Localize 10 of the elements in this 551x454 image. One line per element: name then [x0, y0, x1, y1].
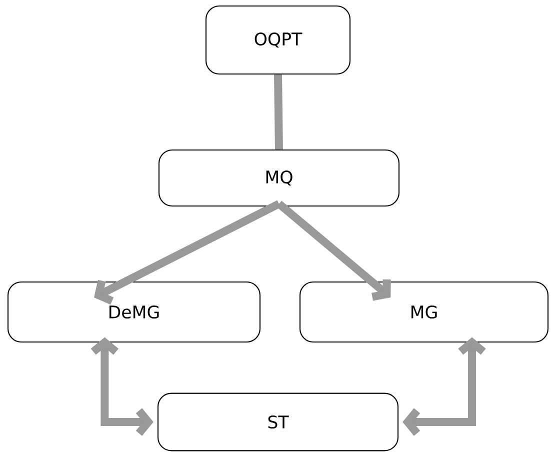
process-box: OQPT: [205, 5, 351, 75]
arrow: [402, 337, 486, 436]
connector-line: [274, 74, 283, 150]
arrow: [90, 337, 154, 436]
arrow: [94, 200, 281, 305]
process-box: DeMG: [7, 281, 261, 343]
process-box: ST: [157, 392, 399, 452]
process-box: MQ: [158, 149, 400, 207]
process-box: MG: [299, 281, 549, 343]
arrow: [276, 200, 391, 301]
